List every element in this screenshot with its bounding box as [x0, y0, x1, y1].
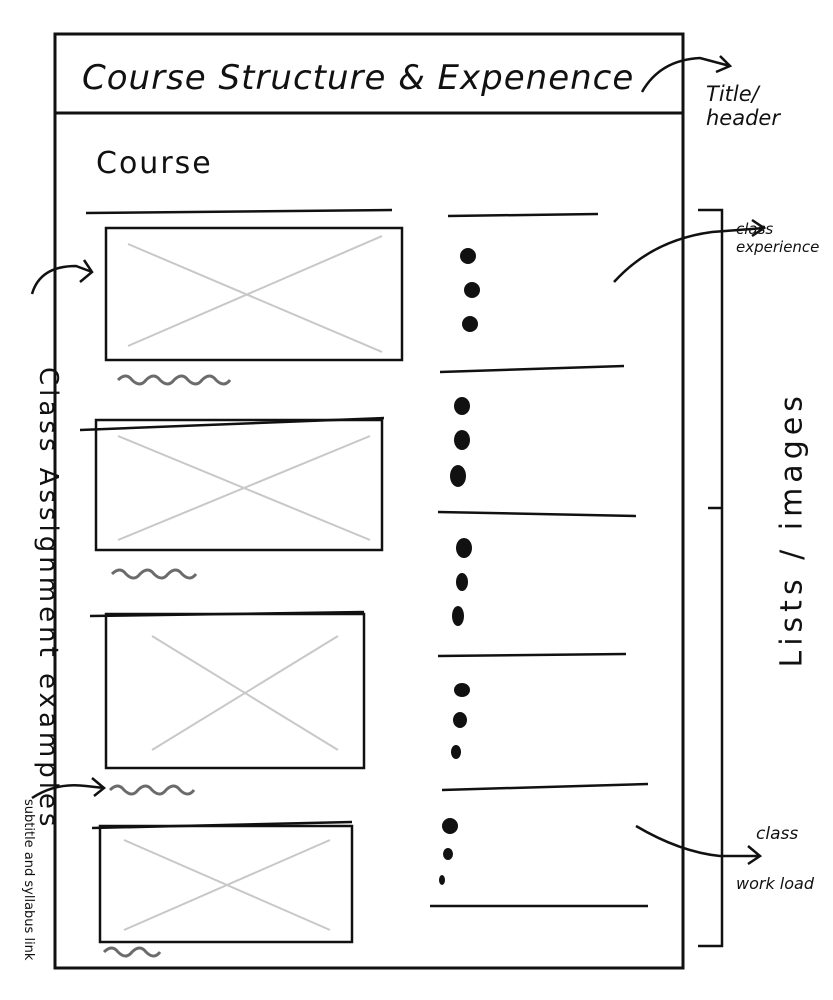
annotation-title-header: Title/ header — [706, 82, 780, 130]
arrow-icon — [31, 777, 106, 800]
page-frame — [53, 32, 685, 970]
image-placeholder-3 — [89, 610, 366, 770]
page-title: Course Structure & Expenence — [82, 58, 635, 98]
annotation-subtitle-syllabus: subtitle and syllabus link — [21, 799, 36, 961]
image-placeholder-1 — [85, 208, 404, 362]
course-heading: Course — [96, 146, 213, 181]
lists-images-bracket — [698, 208, 724, 948]
image-placeholder-4 — [91, 820, 354, 944]
annotation-class: class — [756, 824, 799, 844]
annotation-class-experience: class experience — [736, 220, 820, 256]
list-dividers — [430, 212, 649, 908]
bullet-list-2 — [450, 397, 470, 487]
squiggle-subtitle-icon — [102, 946, 162, 958]
bullet-list-1 — [460, 248, 480, 332]
arrow-icon — [30, 259, 94, 295]
bullet-list-3 — [452, 538, 472, 626]
squiggle-subtitle-icon — [116, 374, 232, 386]
image-placeholder-2 — [79, 416, 385, 552]
arrow-icon — [640, 55, 733, 93]
annotation-class-assignment-examples: Class Assignment examples — [33, 367, 63, 831]
squiggle-subtitle-icon — [108, 784, 196, 796]
squiggle-subtitle-icon — [110, 568, 198, 580]
annotation-lists-images: Lists / images — [774, 391, 810, 668]
arrow-icon — [613, 218, 767, 283]
annotation-work-load: work load — [736, 874, 814, 893]
arrow-icon — [635, 824, 763, 866]
bullet-list-4 — [451, 683, 470, 759]
bullet-list-5 — [439, 818, 458, 885]
